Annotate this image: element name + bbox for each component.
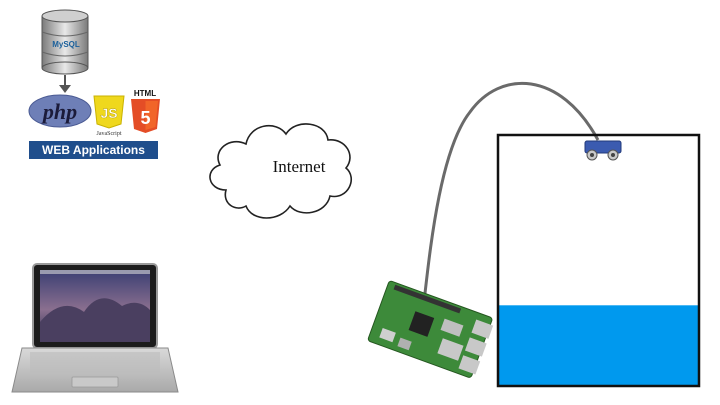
cloud-label: Internet: [273, 157, 326, 176]
js-caption: JavaScript: [97, 131, 122, 137]
html5-logo-icon: HTML 5: [131, 89, 160, 133]
sensor-cable: [422, 81, 600, 303]
water-level-fill: [499, 305, 698, 385]
php-label: php: [41, 99, 77, 124]
mysql-database-icon: MySQL: [41, 9, 89, 75]
raspberry-pi-board-icon: [367, 280, 494, 378]
internet-cloud-icon: Internet: [209, 123, 352, 219]
db-to-web-arrow: [59, 75, 71, 93]
mysql-label: MySQL: [52, 40, 80, 49]
html-label: HTML: [134, 89, 156, 98]
php-logo-icon: php: [28, 94, 92, 128]
js-label: JS: [100, 105, 117, 121]
html-number: 5: [140, 108, 150, 128]
laptop-icon: [11, 263, 179, 393]
water-tank: [496, 133, 701, 388]
ultrasonic-sensor-icon: [584, 140, 622, 161]
javascript-logo-icon: JS JavaScript: [93, 95, 125, 137]
web-applications-banner: WEB Applications: [29, 141, 158, 159]
tank-outline: [496, 133, 701, 388]
